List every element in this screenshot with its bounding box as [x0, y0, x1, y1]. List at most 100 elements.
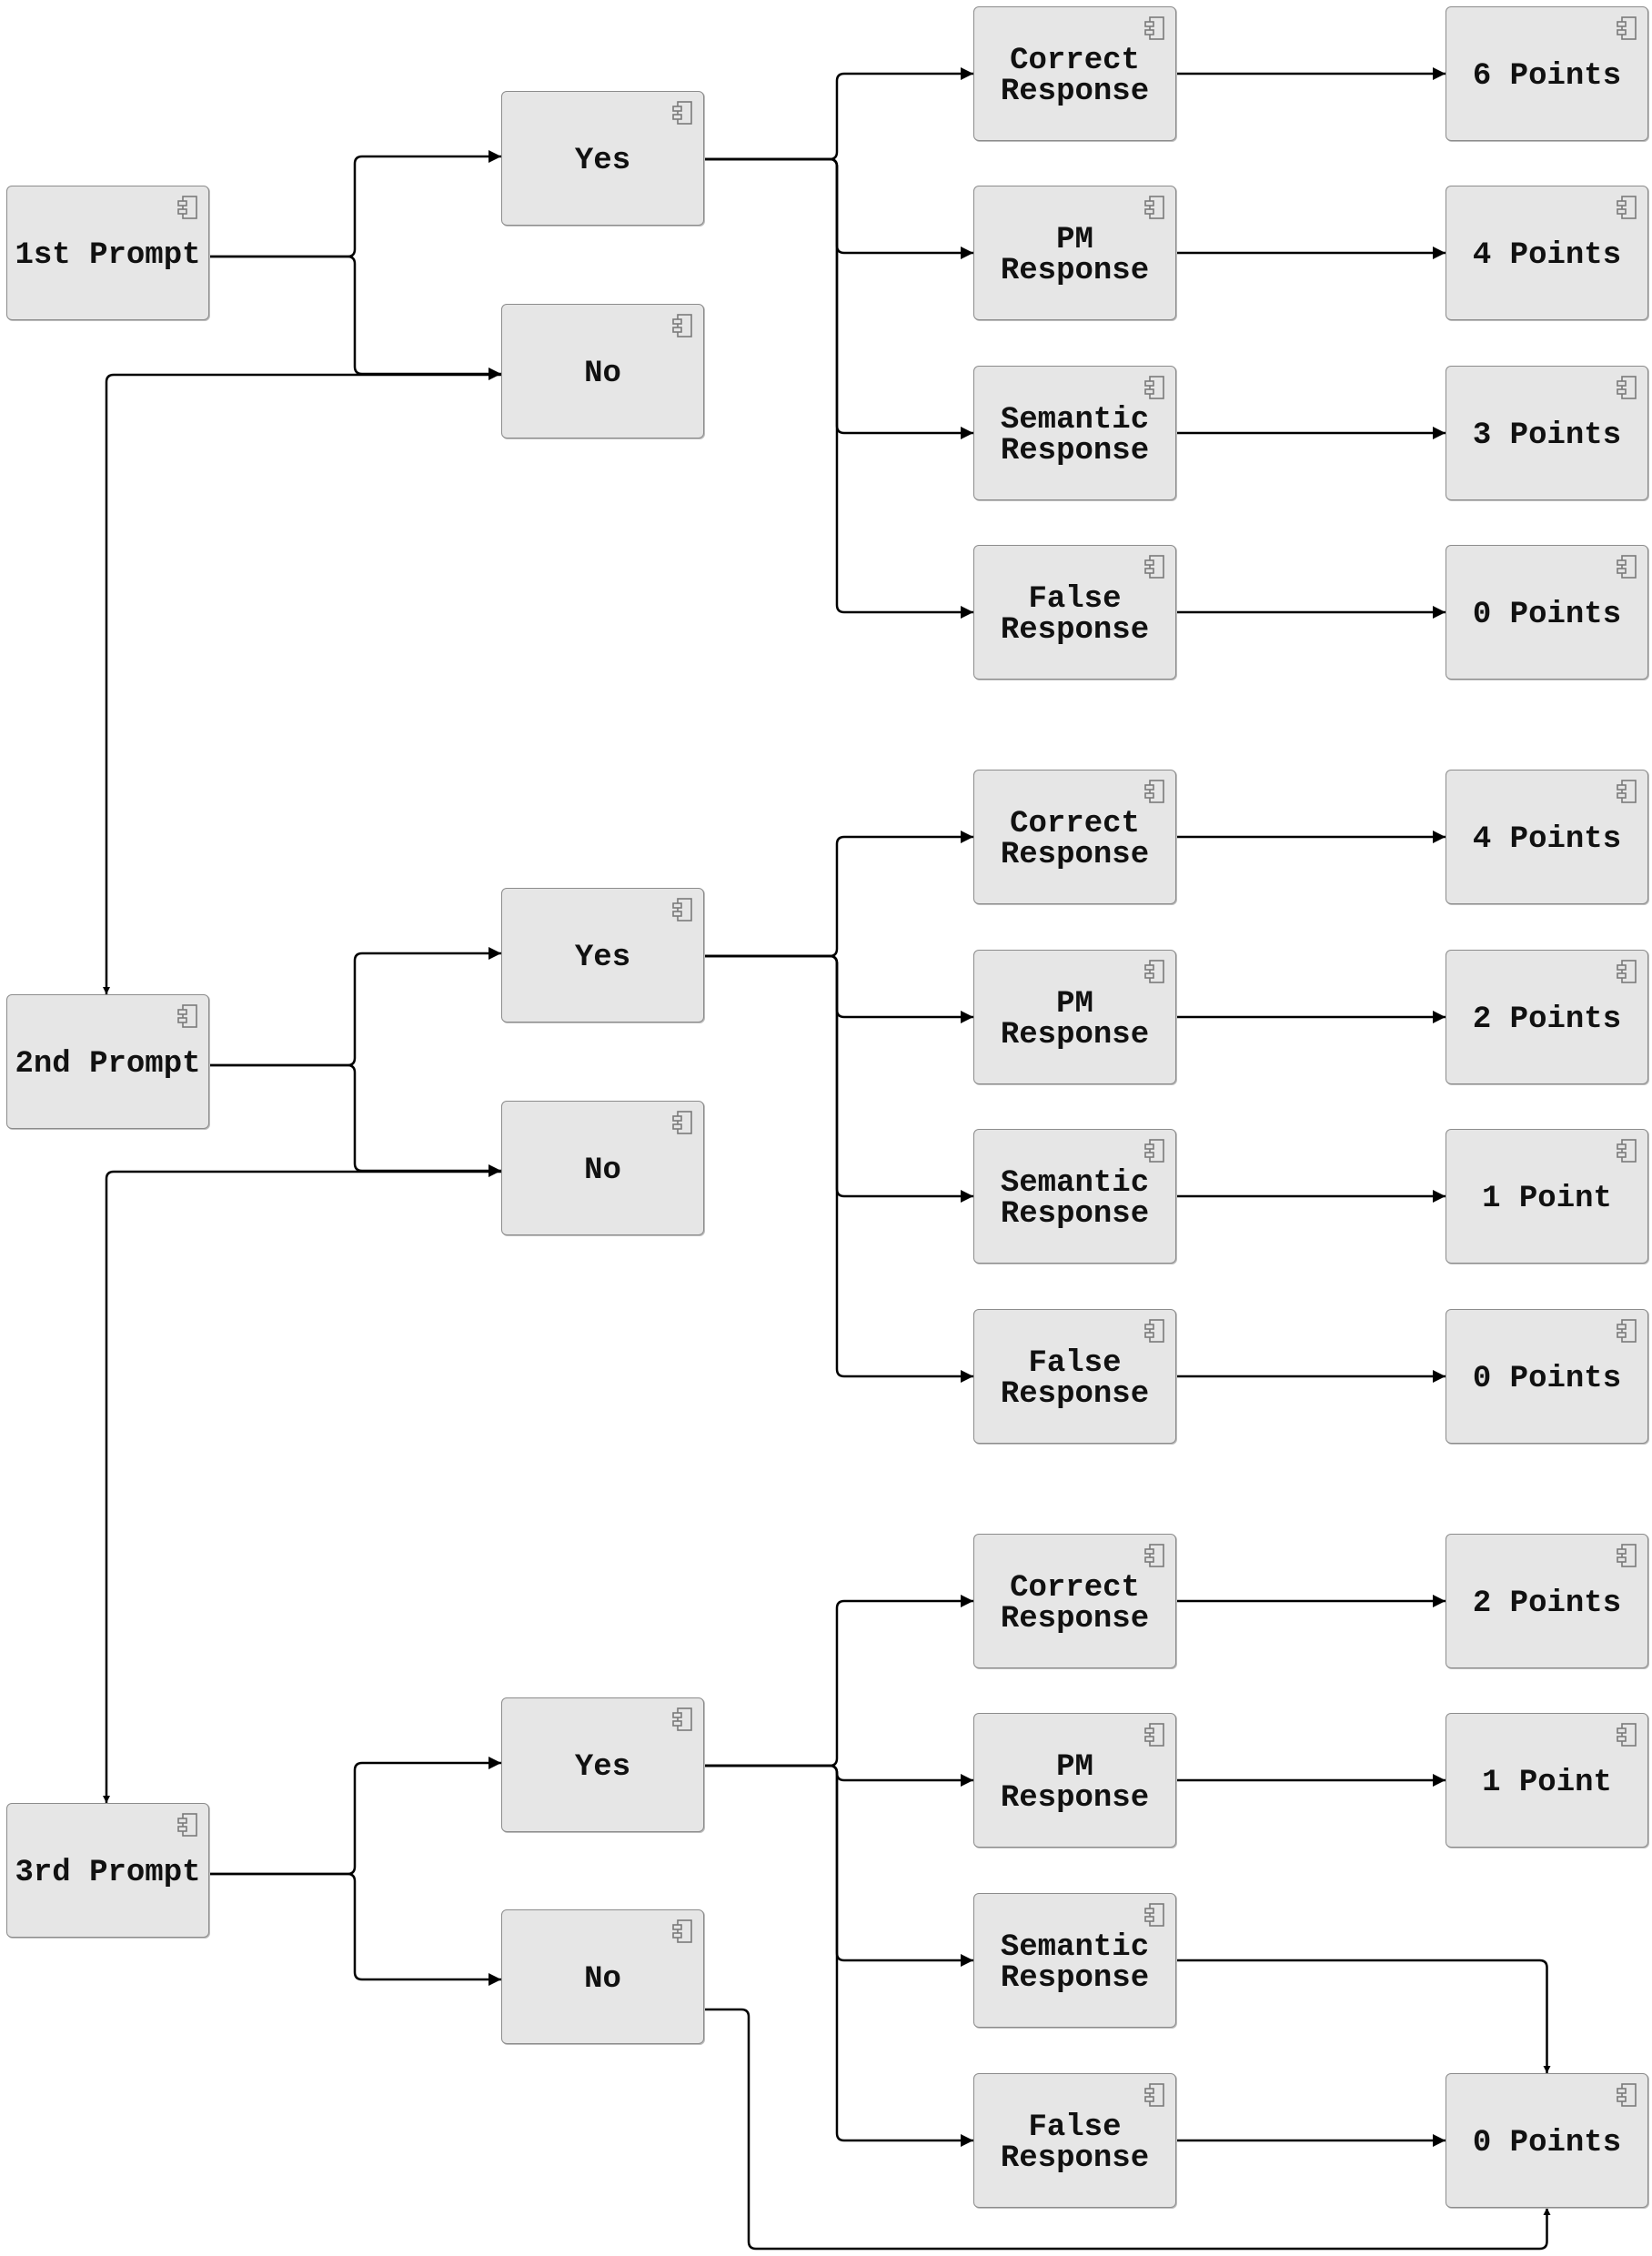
node-3rd-prompt-no: No	[501, 1909, 704, 2044]
node-3rd-prompt-label: 3rd Prompt	[15, 1856, 201, 1890]
node-1st-false-points-label: 0 Points	[1472, 598, 1622, 632]
node-2nd-correct-points: 4 Points	[1446, 770, 1648, 904]
edge-p3-to-p3_no	[209, 1872, 501, 1986]
node-1st-semantic-points: 3 Points	[1446, 366, 1648, 500]
node-3rd-prompt-yes: Yes	[501, 1697, 704, 1832]
node-1st-semantic-response: Semantic Response	[973, 366, 1176, 500]
edge-p1-to-p1_yes	[209, 150, 501, 258]
node-3rd-zero-points-label: 0 Points	[1472, 2126, 1622, 2160]
node-2nd-pm-response: PM Response	[973, 950, 1176, 1084]
component-icon	[1144, 1903, 1164, 1927]
component-icon	[177, 196, 197, 219]
component-icon	[1617, 16, 1637, 40]
edge-p1_yes-to-p1_correct	[704, 67, 973, 161]
component-icon	[1144, 16, 1164, 40]
node-1st-correct-points: 6 Points	[1446, 6, 1648, 141]
component-icon	[1617, 2083, 1637, 2107]
edge-p1_yes-to-p1_false	[704, 157, 973, 619]
edge-p2-to-p2_no	[209, 1063, 501, 1177]
edge-p3_yes-to-p3_semantic	[704, 1764, 973, 1967]
component-icon	[1144, 780, 1164, 803]
node-1st-correct-response-label: Correct Response	[1000, 44, 1150, 109]
edge-p3_yes-to-p3_pm	[704, 1764, 973, 1787]
component-icon	[1617, 960, 1637, 983]
node-3rd-prompt-no-label: No	[584, 1962, 621, 1997]
node-2nd-prompt-yes-label: Yes	[574, 941, 631, 975]
node-3rd-false-response-label: False Response	[1000, 2110, 1150, 2176]
node-3rd-false-response: False Response	[973, 2073, 1176, 2208]
edge-p2_yes-to-p2_correct	[704, 831, 973, 958]
component-icon	[672, 1707, 692, 1731]
component-icon	[1617, 376, 1637, 399]
component-icon	[672, 314, 692, 337]
node-2nd-prompt-no-label: No	[584, 1153, 621, 1188]
node-3rd-pm-response: PM Response	[973, 1713, 1176, 1848]
node-2nd-prompt-yes: Yes	[501, 888, 704, 1022]
node-2nd-false-response-label: False Response	[1000, 1346, 1150, 1412]
node-3rd-pm-points-label: 1 Point	[1482, 1766, 1612, 1800]
component-icon	[672, 1111, 692, 1134]
edge-p1-to-p1_no	[209, 255, 501, 380]
node-1st-pm-response: PM Response	[973, 186, 1176, 320]
node-3rd-correct-response-label: Correct Response	[1000, 1571, 1150, 1637]
edge-p2_yes-to-p2_false	[704, 954, 973, 1383]
edge-p1_yes-to-p1_pm	[704, 157, 973, 259]
node-2nd-false-response: False Response	[973, 1309, 1176, 1444]
node-3rd-zero-points: 0 Points	[1446, 2073, 1648, 2208]
component-icon	[1144, 960, 1164, 983]
node-1st-prompt-label: 1st Prompt	[15, 238, 201, 273]
component-icon	[1617, 1544, 1637, 1567]
component-icon	[1144, 1723, 1164, 1747]
node-2nd-false-points: 0 Points	[1446, 1309, 1648, 1444]
node-1st-pm-points: 4 Points	[1446, 186, 1648, 320]
component-icon	[1144, 555, 1164, 579]
node-1st-prompt-no: No	[501, 304, 704, 438]
node-1st-semantic-points-label: 3 Points	[1472, 418, 1622, 453]
node-2nd-pm-points-label: 2 Points	[1472, 1002, 1622, 1037]
node-2nd-prompt: 2nd Prompt	[6, 994, 209, 1129]
node-1st-false-response: False Response	[973, 545, 1176, 680]
edge-p3_semantic-to-p3_zero_pts	[1176, 1959, 1551, 2073]
edge-p2_yes-to-p2_pm	[704, 954, 973, 1023]
node-2nd-semantic-response-label: Semantic Response	[1000, 1166, 1150, 1232]
node-3rd-correct-response: Correct Response	[973, 1534, 1176, 1668]
component-icon	[1617, 196, 1637, 219]
node-3rd-semantic-response-label: Semantic Response	[1000, 1930, 1150, 1996]
edge-p2-to-p2_yes	[209, 947, 501, 1067]
node-3rd-pm-points: 1 Point	[1446, 1713, 1648, 1848]
component-icon	[1617, 555, 1637, 579]
component-icon	[1144, 1139, 1164, 1163]
component-icon	[1144, 1319, 1164, 1343]
node-3rd-correct-points: 2 Points	[1446, 1534, 1648, 1668]
node-1st-false-response-label: False Response	[1000, 582, 1150, 648]
component-icon	[672, 101, 692, 125]
component-icon	[1144, 376, 1164, 399]
node-2nd-correct-points-label: 4 Points	[1472, 822, 1622, 857]
node-1st-semantic-response-label: Semantic Response	[1000, 403, 1150, 468]
edge-p2_no-to-p3	[103, 1170, 501, 1803]
node-1st-pm-points-label: 4 Points	[1472, 238, 1622, 273]
node-3rd-prompt-yes-label: Yes	[574, 1750, 631, 1785]
node-1st-false-points: 0 Points	[1446, 545, 1648, 680]
component-icon	[1144, 2083, 1164, 2107]
component-icon	[672, 1919, 692, 1943]
node-3rd-correct-points-label: 2 Points	[1472, 1586, 1622, 1621]
node-2nd-prompt-no: No	[501, 1101, 704, 1235]
node-1st-prompt-yes: Yes	[501, 91, 704, 226]
component-icon	[1617, 1319, 1637, 1343]
node-1st-prompt-no-label: No	[584, 357, 621, 391]
node-1st-prompt-yes-label: Yes	[574, 144, 631, 178]
node-2nd-semantic-response: Semantic Response	[973, 1129, 1176, 1264]
component-icon	[1617, 1139, 1637, 1163]
edge-p1_no-to-p2	[103, 373, 501, 994]
node-2nd-correct-response-label: Correct Response	[1000, 807, 1150, 872]
edge-p3_yes-to-p3_false	[704, 1764, 973, 2147]
node-2nd-prompt-label: 2nd Prompt	[15, 1047, 201, 1082]
node-1st-correct-points-label: 6 Points	[1472, 59, 1622, 94]
node-3rd-semantic-response: Semantic Response	[973, 1893, 1176, 2028]
node-2nd-pm-response-label: PM Response	[1000, 987, 1150, 1052]
node-2nd-semantic-points-label: 1 Point	[1482, 1182, 1612, 1216]
edge-p3_yes-to-p3_correct	[704, 1595, 973, 1768]
